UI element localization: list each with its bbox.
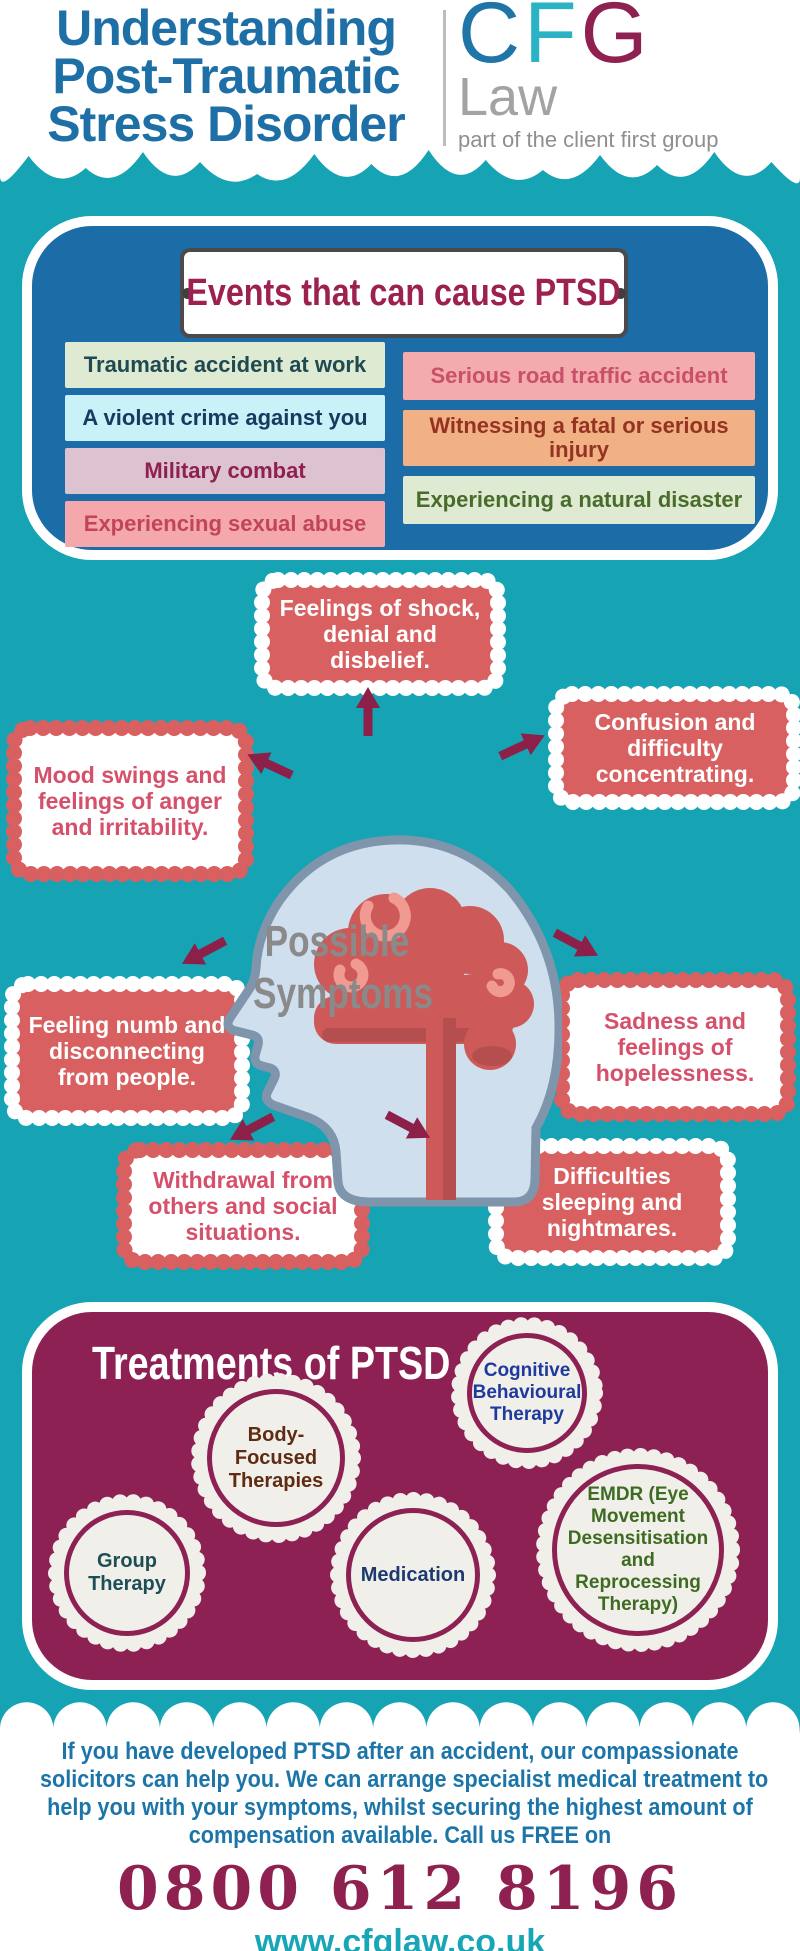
event-box-road-accident: Serious road traffic accident [403,352,755,400]
footer-line: If you have developed PTSD after an acci… [61,1738,739,1765]
footer-line: solicitors can help you. We can arrange … [40,1766,769,1793]
treatment-label: Medication [360,1563,466,1586]
events-panel: Events that can cause PTSD Traumatic acc… [22,216,778,560]
possible-symptoms-label: Possible Symptoms [232,916,442,1020]
events-column-left: Traumatic accident at work A violent cri… [65,342,385,547]
arrow-icon-up [355,686,381,738]
logo-tagline: part of the client first group [458,127,719,152]
arrow-icon-mid-left [175,928,233,975]
logo-divider [443,10,446,146]
events-column-right: Serious road traffic accident Witnessing… [403,352,755,524]
treatment-label: Body-Focused Therapies [228,1423,324,1492]
plaque-dot-right [615,288,626,299]
cfg-law-logo: CFG Law part of the client first group [458,0,798,152]
event-box-natural-disaster: Experiencing a natural disaster [403,476,755,524]
arrow-icon-upper-right [493,723,551,769]
symptom-box-mood-swings: Mood swings and feelings of anger and ir… [6,720,254,882]
arrow-icon-lower-left [223,1104,281,1151]
symptoms-line: Symptoms [253,969,433,1018]
treatment-circle-emdr: EMDR (Eye Movement Desensitisation and R… [536,1448,740,1652]
logo-letter-f: F [524,0,581,81]
arrow-icon-lower-right [379,1102,437,1149]
brain-icon [314,888,534,1200]
events-plaque: Events that can cause PTSD [156,248,652,338]
footer-line: compensation available. Call us FREE on [188,1822,612,1849]
symptom-box-confusion: Confusion and difficulty concentrating. [548,686,800,810]
treatment-label: Cognitive Behavioural Therapy [472,1360,582,1425]
event-box-sexual-abuse: Experiencing sexual abuse [65,501,385,547]
treatment-circle-cbt: Cognitive Behavioural Therapy [451,1317,603,1469]
event-box-traumatic-accident: Traumatic accident at work [65,342,385,388]
symptom-box-sadness: Sadness and feelings of hopelessness. [554,972,796,1122]
treatment-label: EMDR (Eye Movement Desensitisation and R… [567,1484,709,1615]
treatment-circle-group-therapy: Group Therapy [48,1494,206,1652]
symptom-box-feeling-numb: Feeling numb and disconnecting from peop… [4,976,250,1126]
head-brain-illustration [223,835,562,1207]
logo-law-text: Law [458,67,558,127]
treatment-circle-body-focused: Body-Focused Therapies [191,1373,361,1543]
wave-divider-top [0,150,800,200]
event-box-military-combat: Military combat [65,448,385,494]
logo-letter-g: G [580,0,652,81]
footer: If you have developed PTSD after an acci… [0,1734,800,1951]
arrow-icon-upper-left [241,742,299,788]
possible-line: Possible [264,917,410,966]
event-box-violent-crime: A violent crime against you [65,395,385,441]
symptom-text: Feelings of shock, denial and disbelief. [279,595,481,673]
symptom-text: Feeling numb and disconnecting from peop… [28,1012,226,1090]
scallop-divider-bottom [0,1702,800,1734]
logo-cfg-letters: CFG [458,0,798,76]
page-title: Understanding Post-Traumatic Stress Diso… [10,0,442,152]
website-url: www.cfglaw.co.uk [254,1923,546,1951]
treatments-panel: Treatments of PTSD Cognitive Behavioural… [22,1302,778,1690]
event-box-witnessing-injury: Witnessing a fatal or serious injury [403,410,755,466]
symptom-text: Confusion and difficulty concentrating. [594,709,756,787]
symptom-box-shock: Feelings of shock, denial and disbelief. [254,572,506,696]
footer-paragraph: If you have developed PTSD after an acci… [0,1738,800,1850]
symptom-text: Sadness and feelings of hopelessness. [595,1008,755,1086]
symptom-text: Mood swings and feelings of anger and ir… [33,762,227,840]
treatment-label: Group Therapy [88,1550,166,1595]
footer-line: help you with your symptoms, whilst secu… [47,1794,753,1821]
phone-number: 0800 612 8196 [116,1854,683,1924]
plaque-dot-left [182,288,193,299]
events-title: Events that can cause PTSD [186,271,622,314]
title-line-2: Post-Traumatic [52,48,400,104]
title-line-3: Stress Disorder [47,96,405,152]
arrow-icon-mid-right [547,920,605,967]
logo-letter-c: C [458,0,525,81]
title-line-1: Understanding [56,0,397,56]
treatment-circle-medication: Medication [330,1492,496,1658]
